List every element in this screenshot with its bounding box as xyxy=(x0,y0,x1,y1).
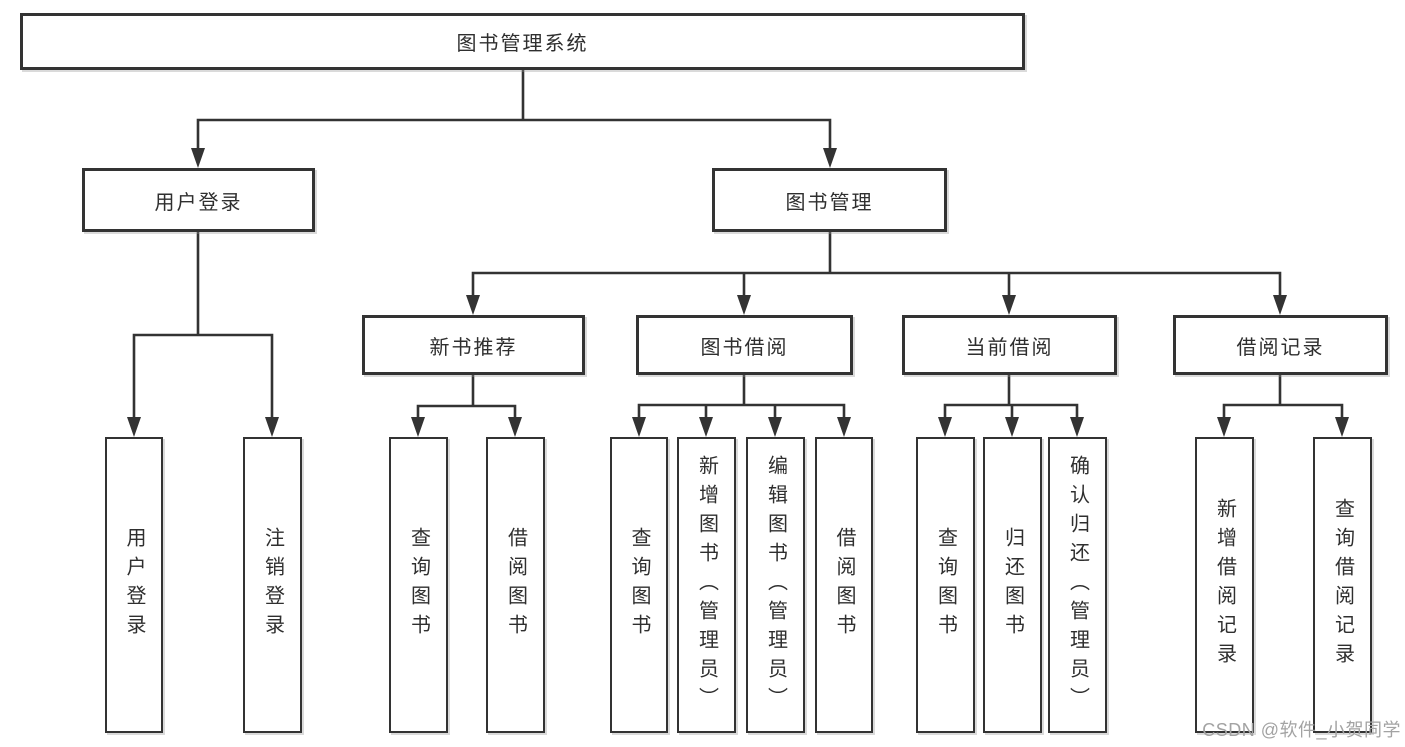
leaf-current-return-books: 归还图书 xyxy=(983,437,1042,733)
csdn-watermark: CSDN @软件_小贺同学 xyxy=(1202,720,1401,740)
node-root-system: 图书管理系统 xyxy=(20,13,1025,70)
node-current-borrowing: 当前借阅 xyxy=(902,315,1117,375)
leaf-records-query-record: 查询借阅记录 xyxy=(1313,437,1372,733)
leaf-borrowing-query-books: 查询图书 xyxy=(610,437,668,733)
leaf-current-query-books: 查询图书 xyxy=(916,437,975,733)
node-new-book-recommend: 新书推荐 xyxy=(362,315,585,375)
node-book-borrowing: 图书借阅 xyxy=(636,315,853,375)
leaf-records-add-record: 新增借阅记录 xyxy=(1195,437,1254,733)
leaf-current-confirm-return-admin: 确认归还（管理员） xyxy=(1048,437,1107,733)
node-borrow-records: 借阅记录 xyxy=(1173,315,1388,375)
leaf-borrowing-borrow-books: 借阅图书 xyxy=(815,437,873,733)
leaf-logout: 注销登录 xyxy=(243,437,302,733)
node-user-login: 用户登录 xyxy=(82,168,315,232)
leaf-borrowing-add-books-admin: 新增图书（管理员） xyxy=(677,437,736,733)
leaf-recommend-query-books: 查询图书 xyxy=(389,437,448,733)
node-book-management: 图书管理 xyxy=(712,168,947,232)
leaf-borrowing-edit-books-admin: 编辑图书（管理员） xyxy=(746,437,805,733)
leaf-recommend-borrow-books: 借阅图书 xyxy=(486,437,545,733)
leaf-user-login: 用户登录 xyxy=(105,437,163,733)
